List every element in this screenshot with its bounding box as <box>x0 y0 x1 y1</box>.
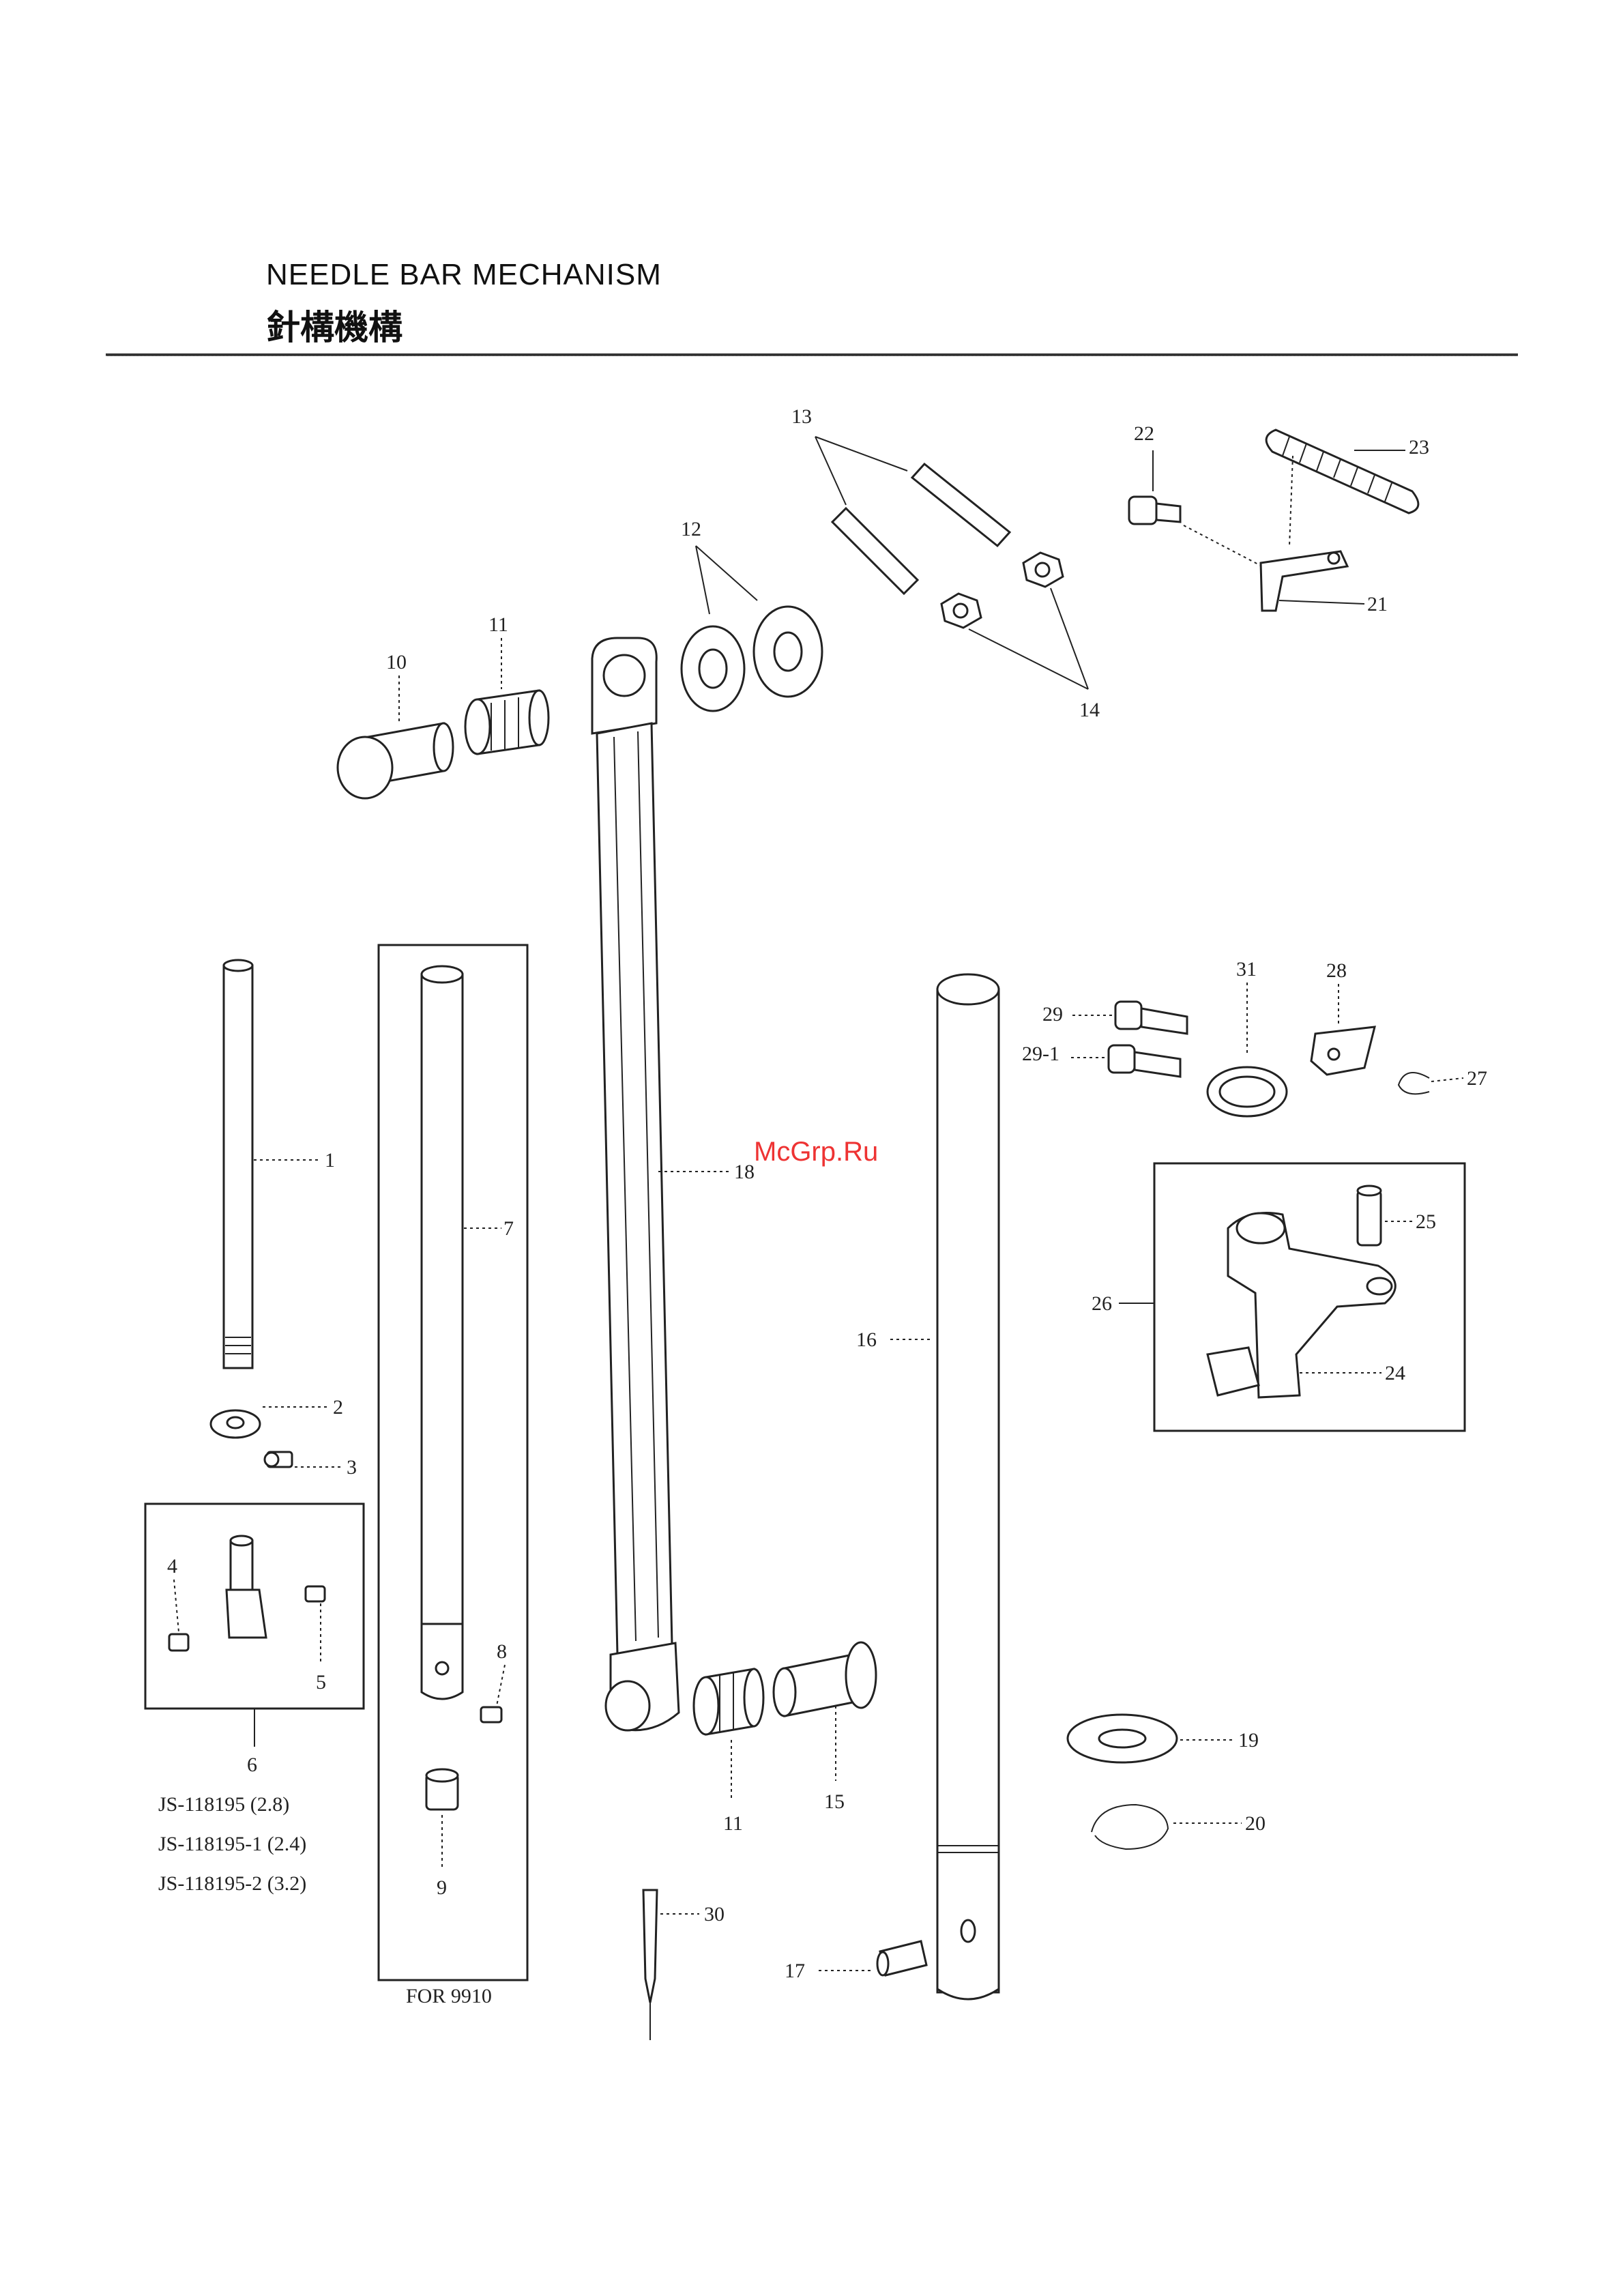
part-27-e-ring: 27 <box>1399 1067 1487 1094</box>
label-11-lower: 11 <box>723 1812 743 1835</box>
part-18-connecting-rod: 18 <box>592 638 755 1730</box>
label-26: 26 <box>1092 1292 1112 1315</box>
part-6-needle-clamp <box>226 1536 266 1638</box>
label-2: 2 <box>333 1396 343 1419</box>
part-22-screw: 22 <box>1129 422 1262 566</box>
part-29-1-screw: 29-1 <box>1022 1043 1180 1077</box>
part-3-screw: 3 <box>265 1452 357 1479</box>
watermark-text: McGrp.Ru <box>754 1137 878 1167</box>
label-11-upper: 11 <box>488 613 508 636</box>
label-4: 4 <box>167 1555 177 1578</box>
label-19: 19 <box>1238 1729 1259 1752</box>
label-27: 27 <box>1467 1067 1487 1090</box>
part-number-js2: JS-118195-1 (2.4) <box>158 1833 306 1855</box>
part-5-screw: 5 <box>306 1586 326 1694</box>
label-20: 20 <box>1245 1812 1266 1835</box>
part-4-screw: 4 <box>167 1555 188 1651</box>
part-9-collar: 9 <box>426 1769 458 1899</box>
label-25: 25 <box>1416 1210 1436 1233</box>
part-29-screw: 29 <box>1042 1002 1187 1034</box>
part-16-shaft: 16 <box>856 974 999 1999</box>
label-10: 10 <box>386 651 407 673</box>
part-11-bearing-lower: 11 <box>694 1669 763 1835</box>
part-7-needle-bar: 7 <box>422 966 514 1699</box>
label-24: 24 <box>1385 1362 1405 1384</box>
label-6: 6 <box>247 1754 257 1776</box>
label-29: 29 <box>1042 1003 1063 1026</box>
label-28: 28 <box>1326 959 1347 982</box>
label-31: 31 <box>1236 958 1257 980</box>
label-30: 30 <box>704 1903 725 1926</box>
label-14: 14 <box>1079 699 1100 721</box>
part-28-plate: 28 <box>1311 959 1375 1075</box>
part-21-bracket: 21 <box>1261 551 1388 615</box>
part-11-bearing-upper: 11 <box>465 613 549 754</box>
label-13: 13 <box>791 405 812 428</box>
label-3: 3 <box>347 1456 357 1479</box>
part-10-pin: 10 <box>338 651 453 798</box>
part-17-pin: 17 <box>785 1941 926 1982</box>
part-1-rod: 1 <box>224 960 335 1368</box>
part-number-js3: JS-118195-2 (3.2) <box>158 1872 306 1895</box>
part-31-washer: 31 <box>1208 958 1287 1116</box>
part-8-screw: 8 <box>481 1640 507 1722</box>
part-14-nuts: 14 <box>941 553 1100 721</box>
label-7: 7 <box>503 1217 514 1240</box>
label-12: 12 <box>681 518 701 540</box>
label-23: 23 <box>1409 436 1429 459</box>
label-16: 16 <box>856 1328 877 1351</box>
label-8: 8 <box>497 1640 507 1663</box>
label-29-1: 29-1 <box>1022 1043 1059 1065</box>
part-12-washers: 12 <box>681 518 822 711</box>
label-1: 1 <box>325 1149 335 1172</box>
part-number-js1: JS-118195 (2.8) <box>158 1793 289 1816</box>
part-25-pin: 25 <box>1358 1186 1436 1245</box>
label-21: 21 <box>1367 593 1388 615</box>
part-15-pin: 15 <box>774 1642 876 1813</box>
part-13-studs: 13 <box>791 405 1010 594</box>
label-9: 9 <box>437 1876 447 1899</box>
label-17: 17 <box>785 1960 805 1982</box>
part-30-needle: 30 <box>643 1890 725 2040</box>
part-23-spring: 23 <box>1266 430 1429 546</box>
label-22: 22 <box>1134 422 1154 445</box>
part-2-clamp: 2 <box>211 1396 343 1438</box>
label-15: 15 <box>824 1790 845 1813</box>
label-18: 18 <box>734 1161 755 1183</box>
part-20-retaining-ring: 20 <box>1092 1805 1266 1849</box>
part-19-washer: 19 <box>1068 1715 1259 1762</box>
model-note-for-9910: FOR 9910 <box>406 1985 492 2007</box>
label-5: 5 <box>316 1671 326 1694</box>
